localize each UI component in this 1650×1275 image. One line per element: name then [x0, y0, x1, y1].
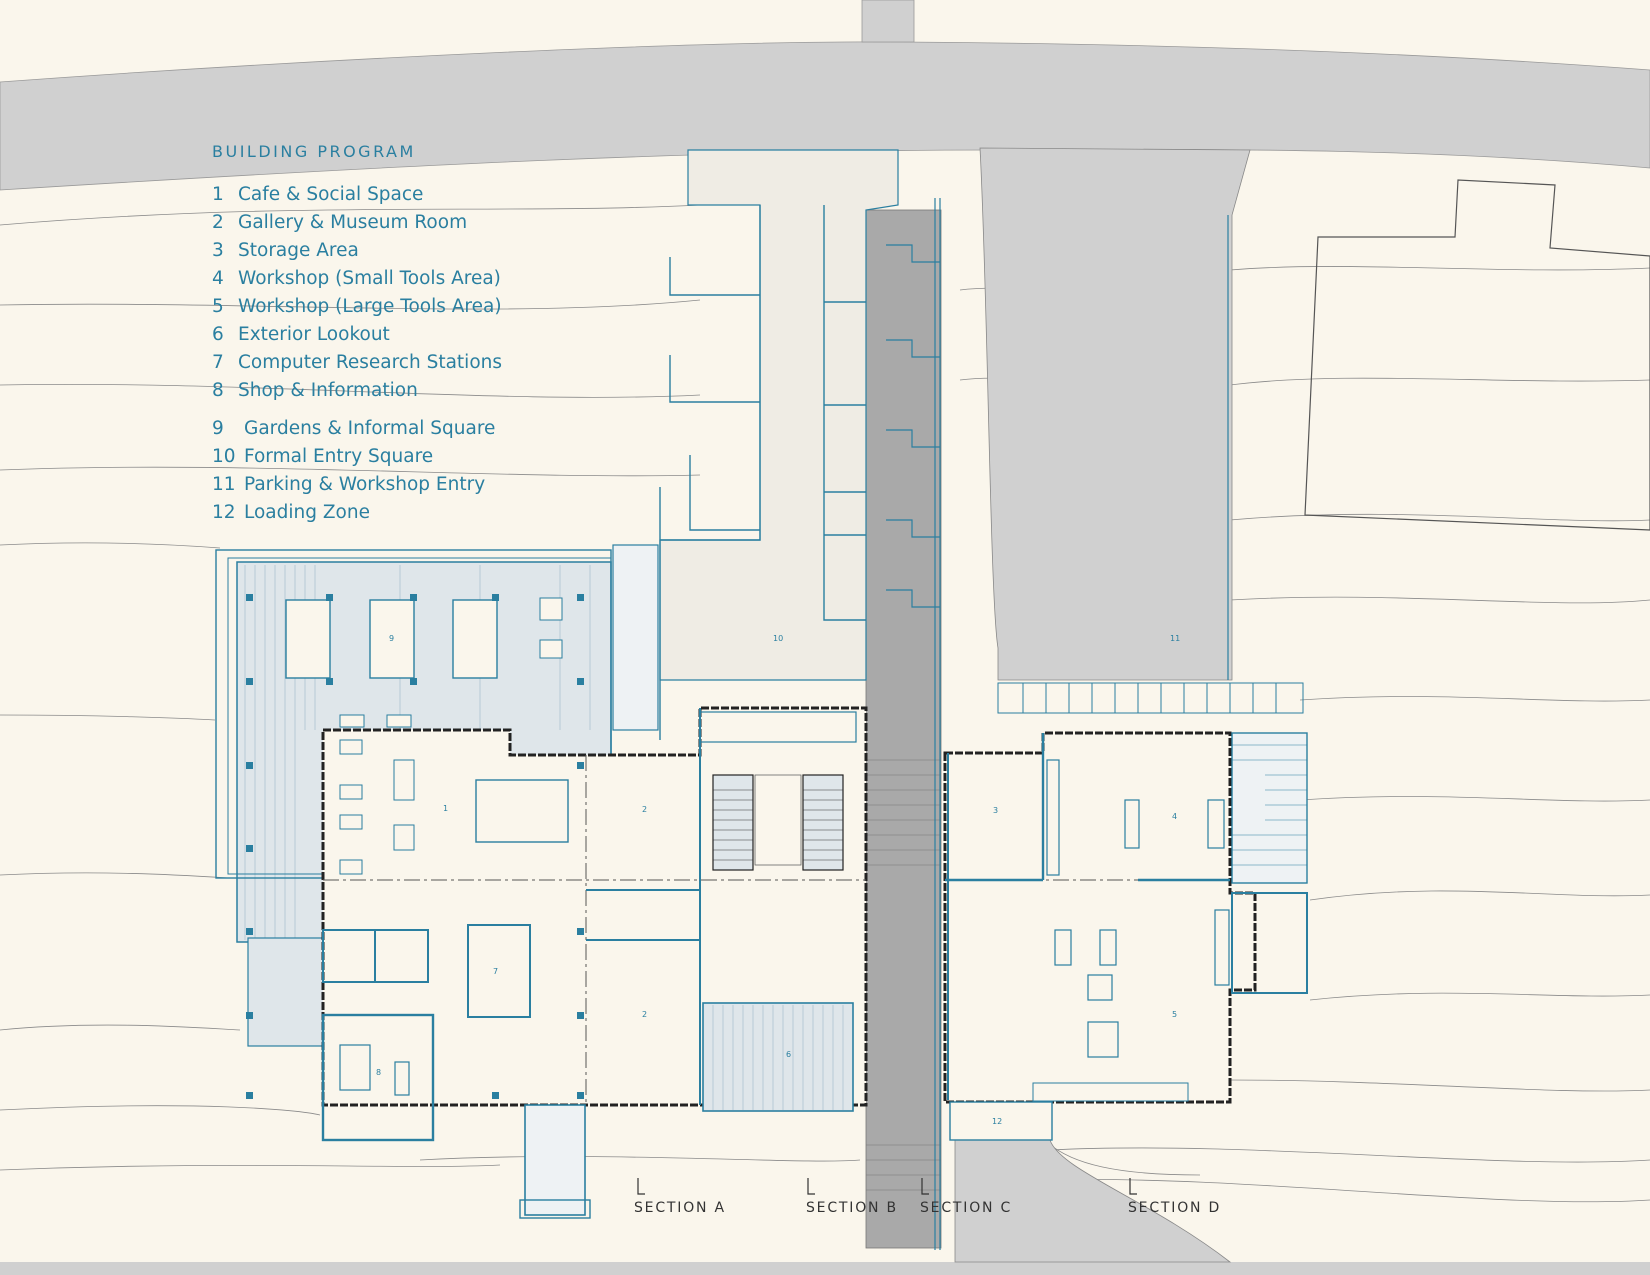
exterior-lookout	[702, 1002, 854, 1112]
south-entry-stair	[524, 1104, 586, 1216]
parking-lot	[979, 147, 1251, 681]
garden-tables	[539, 597, 563, 659]
room-tag-2-south: 2	[642, 1010, 648, 1019]
stair-treads	[713, 789, 843, 861]
west-ramp	[247, 937, 325, 1047]
corridor-stair-treads	[866, 759, 941, 1191]
south-entry-landing	[519, 1199, 591, 1219]
section-label-d: SECTION D	[1128, 1200, 1222, 1216]
road	[0, 41, 1650, 191]
road-north-spur	[861, 0, 915, 43]
room-tag-2-north: 2	[642, 805, 648, 814]
corridor-rails	[886, 198, 1229, 1250]
room-tag-5: 5	[1172, 1010, 1178, 1019]
section-label-a: SECTION A	[634, 1200, 726, 1216]
garden-planters	[285, 599, 498, 679]
east-deck-treads	[1232, 744, 1307, 866]
section-markers	[637, 1178, 1137, 1195]
east-deck	[1231, 732, 1308, 884]
parking-stalls	[997, 682, 1304, 714]
neighbor-building-outline	[1304, 179, 1650, 531]
room-tag-8: 8	[376, 1068, 382, 1077]
central-corridor	[865, 209, 942, 1249]
entry-walls	[659, 205, 866, 740]
room-tag-3: 3	[993, 806, 999, 815]
room-tag-4: 4	[1172, 812, 1178, 821]
loading-dock	[949, 1101, 1053, 1141]
room-tag-11: 11	[1170, 634, 1181, 643]
lookout-hatch	[712, 1005, 844, 1110]
structural-columns	[246, 594, 584, 1099]
room-tag-6: 6	[786, 1050, 792, 1059]
legend-title: BUILDING PROGRAM	[212, 142, 416, 161]
room-tag-7: 7	[493, 967, 499, 976]
section-label-c: SECTION C	[920, 1200, 1013, 1216]
room-tag-10: 10	[773, 634, 784, 643]
section-label-b: SECTION B	[806, 1200, 898, 1216]
road-bottom	[0, 1262, 1650, 1275]
contour-lines	[0, 204, 1650, 1203]
east-building	[943, 731, 1308, 1104]
room-tag-12: 12	[992, 1117, 1003, 1126]
room-tag-1: 1	[443, 804, 449, 813]
loading-drive	[954, 1139, 1232, 1263]
garden-stair	[612, 544, 659, 731]
cafe-tables	[339, 714, 415, 875]
stair-hall	[699, 711, 857, 871]
room-tag-9: 9	[389, 634, 395, 643]
